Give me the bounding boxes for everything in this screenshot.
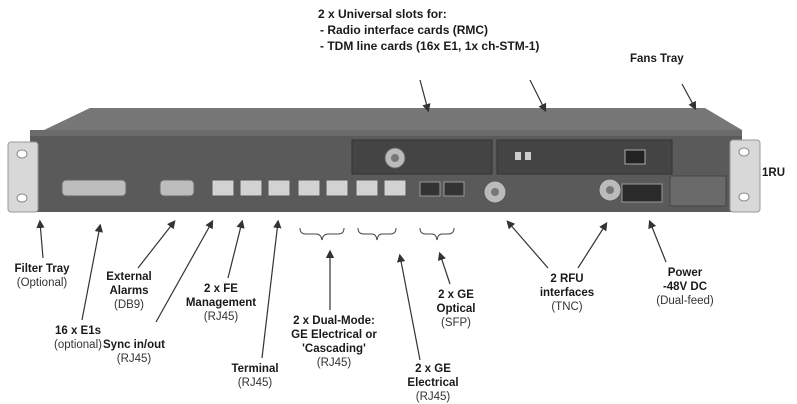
e1s-label: 16 x E1s (optional) bbox=[54, 325, 102, 351]
right-rack-bracket bbox=[729, 139, 761, 213]
dual-mode-label: 2 x Dual-Mode: GE Electrical or 'Cascadi… bbox=[291, 315, 377, 369]
e1-connector bbox=[61, 179, 127, 197]
filter-tray-label: Filter Tray (Optional) bbox=[14, 263, 70, 289]
sync-label: Sync in/out (RJ45) bbox=[103, 339, 165, 365]
alarm-db9 bbox=[159, 179, 195, 197]
ge-optical-label: 2 x GE Optical (SFP) bbox=[436, 289, 476, 329]
rj45-ports bbox=[211, 179, 407, 197]
fe-management-label: 2 x FE Management (RJ45) bbox=[185, 283, 257, 323]
power-connector bbox=[621, 183, 663, 203]
slot-bullet-rmc: Radio interface cards (RMC) bbox=[318, 22, 539, 38]
rfu-interfaces-label: 2 RFU interfaces (TNC) bbox=[539, 273, 595, 313]
universal-slot-1 bbox=[351, 139, 493, 175]
left-rack-bracket bbox=[7, 141, 39, 213]
port-group-braces bbox=[299, 227, 455, 241]
universal-slot-2 bbox=[496, 139, 673, 175]
ge-electrical-label: 2 x GE Electrical (RJ45) bbox=[407, 363, 459, 403]
external-alarms-label: External Alarms (DB9) bbox=[106, 271, 152, 311]
terminal-label: Terminal (RJ45) bbox=[231, 363, 279, 389]
rfu-tnc-connectors bbox=[483, 178, 622, 204]
universal-slots-title: 2 x Universal slots for: bbox=[318, 7, 447, 21]
slot-bullet-tdm: TDM line cards (16x E1, 1x ch-STM-1) bbox=[318, 38, 539, 54]
rack-units-label: 1RU bbox=[762, 167, 786, 179]
fans-tray-label: Fans Tray bbox=[630, 53, 684, 65]
callout-arrows bbox=[36, 79, 697, 361]
sfp-ports bbox=[419, 181, 465, 197]
universal-slots-note: 2 x Universal slots for: Radio interface… bbox=[318, 6, 539, 54]
chassis-top bbox=[44, 108, 742, 130]
power-label: Power -48V DC (Dual-feed) bbox=[656, 267, 714, 307]
